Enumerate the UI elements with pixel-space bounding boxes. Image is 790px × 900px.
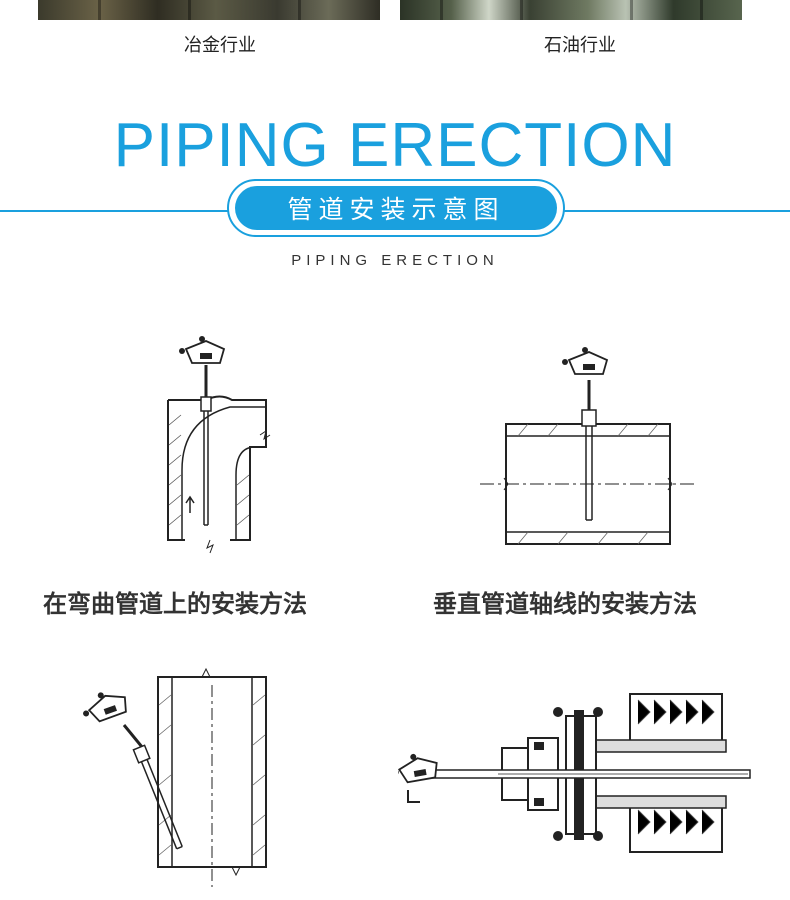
industry-caption-metallurgy: 冶金行业 — [184, 35, 256, 56]
petroleum-photo — [400, 0, 742, 20]
section-title-en: PIPING ERECTION — [113, 111, 677, 180]
bent-pipe-diagram — [167, 336, 271, 554]
metallurgy-photo — [38, 0, 380, 20]
method-label-bent-pipe: 在弯曲管道上的安装方法 — [43, 590, 307, 618]
section-title-cn: 管道安装示意图 — [235, 186, 557, 230]
perpendicular-pipe-diagram — [480, 347, 696, 545]
method-label-perpendicular: 垂直管道轴线的安装方法 — [433, 590, 697, 618]
section-subtitle-en: PIPING ERECTION — [291, 252, 499, 269]
flanged-wall-diagram — [398, 693, 751, 853]
industry-caption-petroleum: 石油行业 — [544, 35, 616, 56]
inclined-pipe-diagram — [83, 667, 267, 887]
